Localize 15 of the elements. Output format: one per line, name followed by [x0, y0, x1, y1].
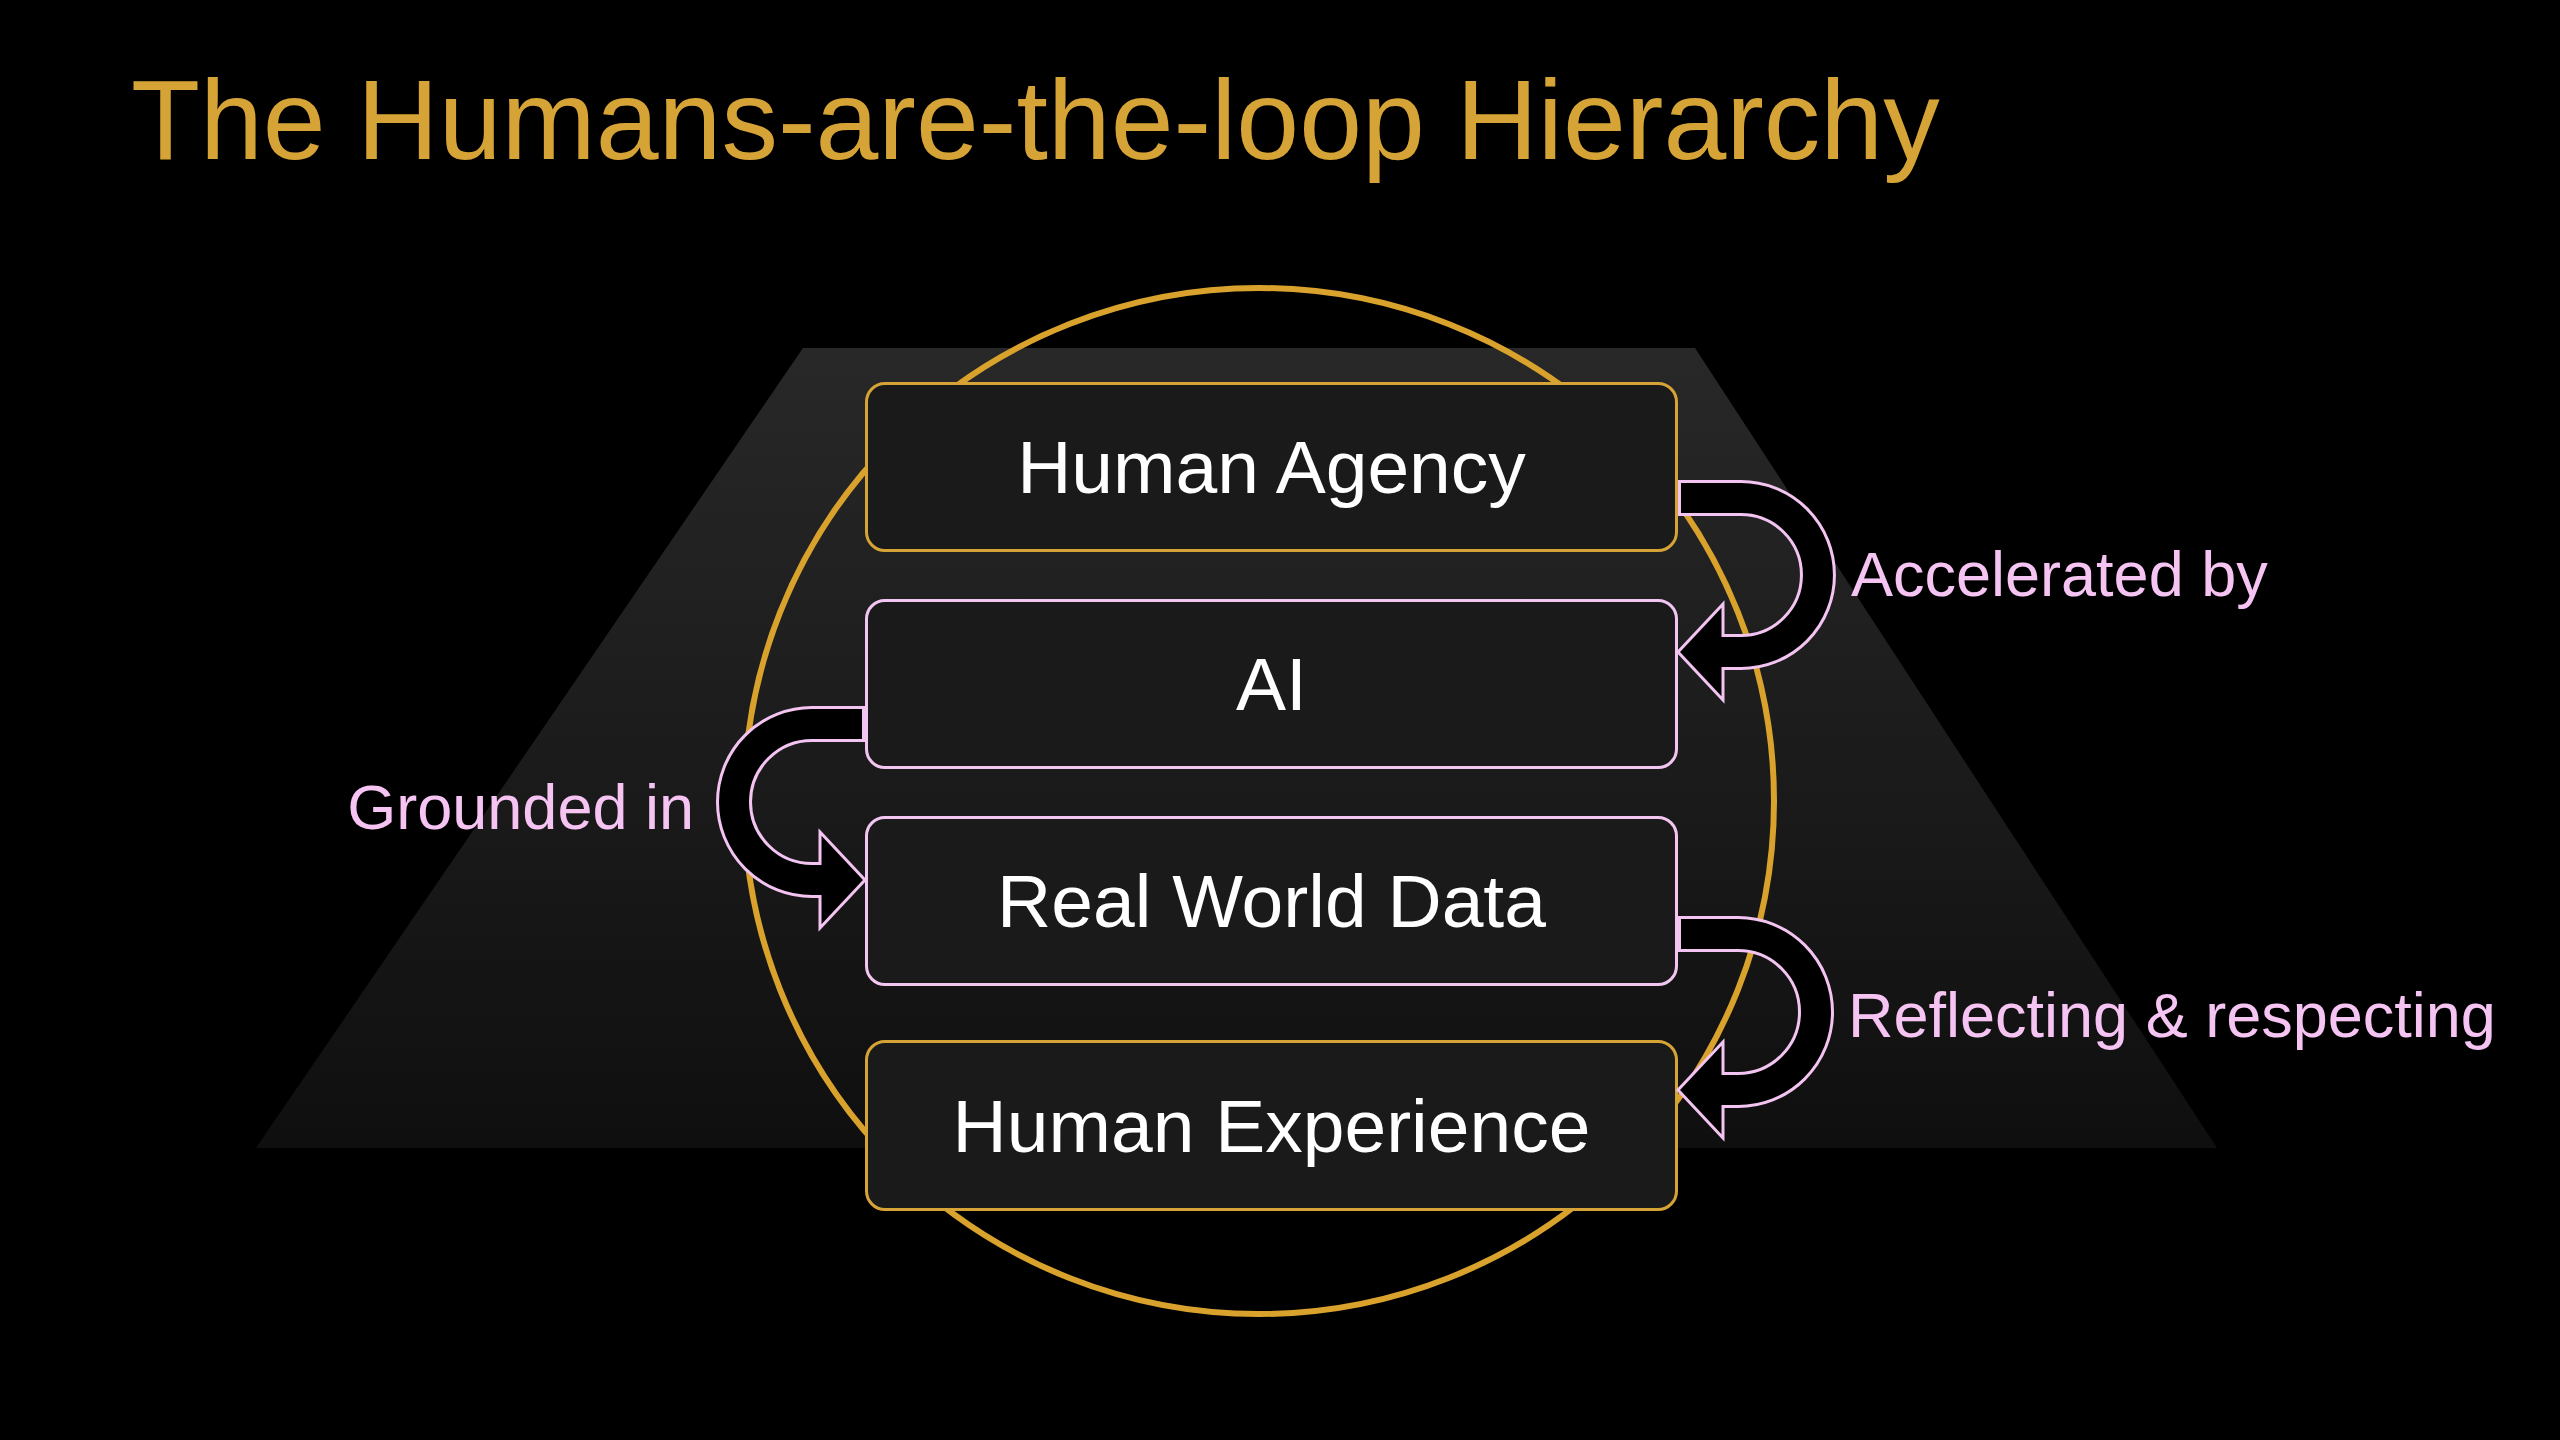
title: The Humans-are-the-loop Hierarchy	[131, 56, 1940, 185]
curved-block-arrow	[1676, 480, 1836, 702]
edge-label: Grounded in	[347, 771, 694, 845]
layer-label: Human Agency	[1017, 424, 1526, 511]
layer-box	[865, 382, 1678, 552]
layer-label: Human Experience	[952, 1082, 1591, 1170]
layer-label: AI	[1236, 641, 1307, 728]
layer-box	[865, 1040, 1678, 1211]
curved-block-arrow	[716, 706, 867, 930]
curved-block-arrow	[1676, 916, 1834, 1140]
layer-label: Real World Data	[997, 858, 1546, 945]
layer-box	[865, 599, 1678, 769]
layer-box	[865, 816, 1678, 986]
edge-label: Accelerated by	[1851, 538, 2268, 612]
edge-label: Reflecting & respecting	[1848, 979, 2496, 1053]
